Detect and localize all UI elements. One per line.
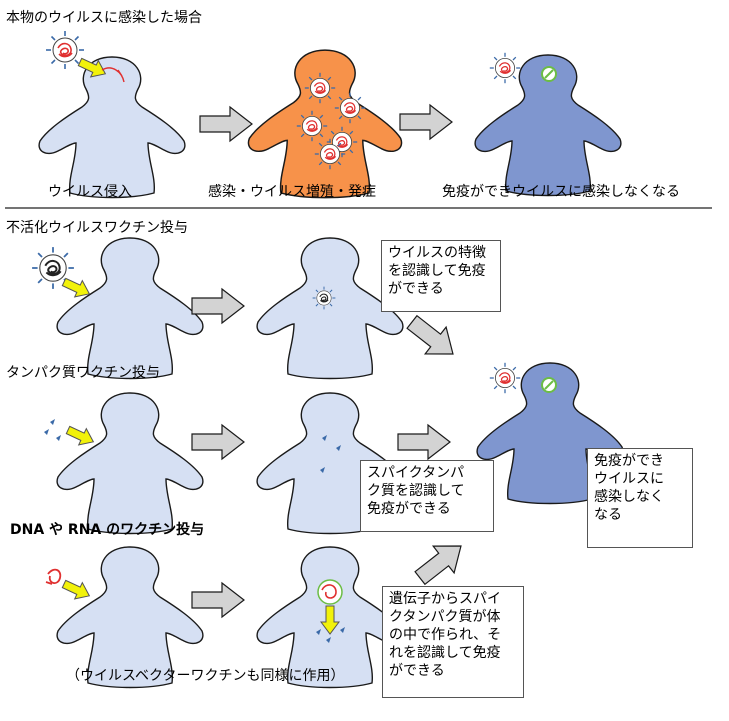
note-line: れを認識して免疫 [389, 645, 501, 661]
spike-protein-piece [326, 637, 331, 643]
section-title-inactivated: 不活化ウイルスワクチン投与 [6, 220, 188, 236]
body-protein-dose [56, 392, 204, 535]
caption-virus-entry: ウイルス侵入 [48, 184, 132, 200]
flow-arrow-2 [399, 103, 453, 141]
note-box-protein: スパイクタンパ ク質を認識して 免疫ができる [360, 460, 494, 532]
converge-arrow-1 [406, 314, 454, 355]
dose-arrow [65, 425, 95, 446]
note-line: ウイルスに [594, 471, 664, 487]
section-title-real-virus: 本物のウイルスに感染した場合 [6, 10, 202, 26]
note-line: ができる [389, 663, 445, 679]
note-box-nucleic: 遺伝子からスパイ クタンパク質が体 の中で作られ、そ れを認識して免疫 ができる [382, 586, 524, 698]
note-line: ウイルスの特徴 [388, 245, 486, 261]
note-line: スパイクタンパ [367, 465, 465, 481]
note-line: 遺伝子からスパイ [389, 591, 501, 607]
note-line: の中で作られ、そ [389, 627, 502, 643]
flow-arrow-5 [191, 581, 245, 619]
caption-vector-vaccine: （ウイルスベクターワクチンも同様に作用） [66, 668, 345, 684]
production-arrow [320, 605, 340, 635]
dose-arrow [61, 277, 91, 298]
caption-immunity: 免疫ができウイルスに感染しなくなる [442, 184, 680, 200]
cell-outline [317, 579, 343, 605]
body-virus-entry [38, 56, 186, 199]
antibody-icon-line [544, 69, 554, 79]
antibody-icon-line [544, 380, 554, 390]
converge-arrow-2 [397, 423, 451, 461]
note-line: 免疫ができる [367, 501, 451, 517]
virus-blocked [489, 52, 521, 84]
spike-protein-piece [316, 629, 321, 635]
flow-arrow-4 [191, 423, 245, 461]
spike-protein-piece [320, 467, 325, 473]
spike-protein-piece [322, 435, 327, 441]
note-line: なる [594, 507, 622, 523]
virus-blocked [489, 362, 521, 394]
spike-protein-piece [336, 445, 341, 451]
section-title-protein: タンパク質ワクチン投与 [6, 365, 160, 381]
viral-rna-strand [101, 67, 125, 83]
section-title-nucleic: DNA や RNA のワクチン投与 [10, 522, 205, 538]
mrna-strand [45, 568, 62, 585]
spike-protein-piece [44, 429, 49, 435]
spike-protein-piece [340, 627, 345, 633]
note-line: を認識して免疫 [388, 263, 486, 279]
flow-arrow-1 [199, 105, 253, 143]
note-line: クタンパク質が体 [389, 609, 501, 625]
body-infected [247, 49, 403, 199]
spike-protein-piece [50, 419, 55, 425]
virus-entering [45, 30, 85, 70]
note-line: 免疫ができ [594, 453, 664, 469]
body-inactivated-dose [56, 237, 204, 380]
spike-protein-piece [56, 435, 61, 441]
note-box-inactivated: ウイルスの特徴 を認識して免疫 ができる [381, 240, 501, 312]
body-nucleic-dose [56, 546, 204, 689]
note-line: ができる [388, 281, 444, 297]
mrna-in-cell [321, 584, 337, 599]
caption-infection: 感染・ウイルス増殖・発症 [208, 184, 376, 200]
converge-arrow-3 [414, 545, 462, 586]
flow-arrow-3 [191, 287, 245, 325]
note-line: 感染しなく [594, 489, 664, 505]
note-box-result: 免疫ができ ウイルスに 感染しなく なる [587, 448, 693, 548]
note-line: ク質を認識して [367, 483, 465, 499]
dose-arrow [61, 579, 91, 600]
entry-arrow [77, 57, 107, 78]
